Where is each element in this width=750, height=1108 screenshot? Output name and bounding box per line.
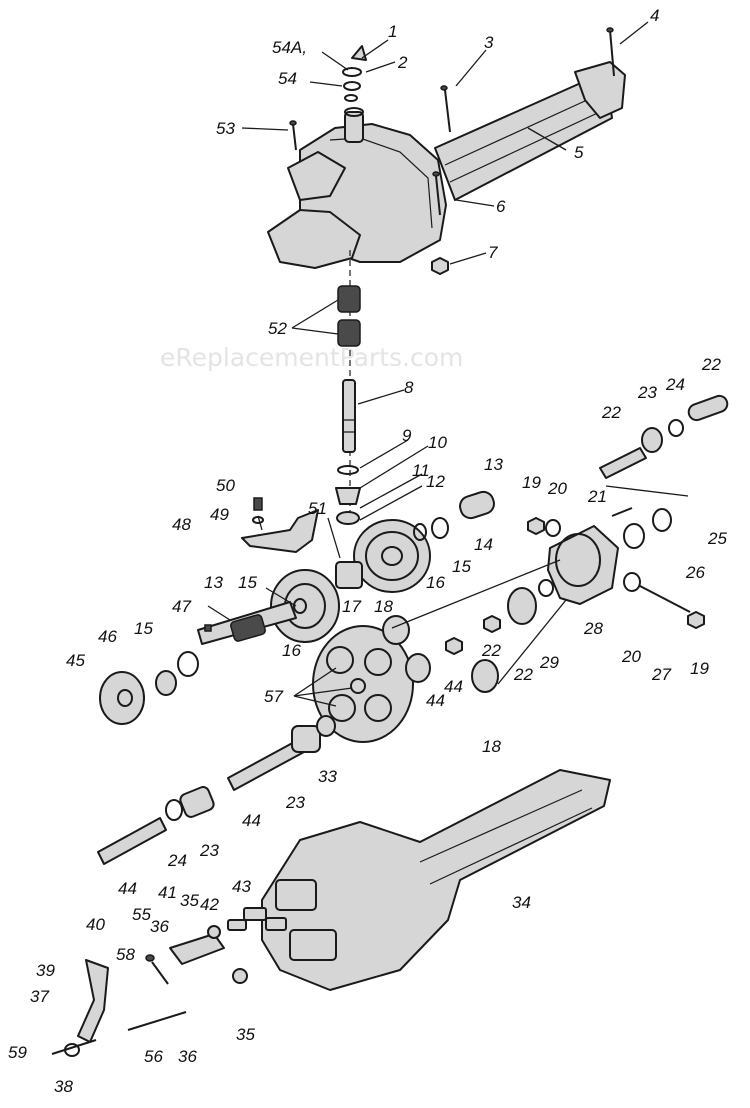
label-20a: 20 — [547, 479, 567, 498]
label-22c: 22 — [481, 641, 501, 660]
label-20b: 20 — [621, 647, 641, 666]
label-26: 26 — [685, 563, 705, 582]
label-23c: 23 — [199, 841, 219, 860]
label-13b: 13 — [204, 573, 223, 592]
label-18a: 18 — [374, 597, 393, 616]
label-50: 50 — [216, 476, 235, 495]
label-54: 54 — [278, 69, 297, 88]
label-53: 53 — [216, 119, 235, 138]
label-9: 9 — [402, 426, 412, 445]
label-59: 59 — [8, 1043, 27, 1062]
label-49: 49 — [210, 505, 229, 524]
shaft-13-left — [197, 601, 297, 645]
label-54a: 54A, — [272, 38, 307, 57]
label-40: 40 — [86, 915, 105, 934]
linkage-parts — [51, 907, 287, 1057]
label-47: 47 — [172, 597, 191, 616]
bevel-gear-16 — [353, 519, 431, 593]
label-7: 7 — [488, 243, 498, 262]
label-36a: 36 — [150, 917, 169, 936]
label-28: 28 — [583, 619, 603, 638]
label-2: 2 — [397, 53, 408, 72]
label-4: 4 — [650, 6, 659, 25]
label-35b: 35 — [236, 1025, 255, 1044]
gear-stack — [335, 465, 361, 525]
label-22b: 22 — [601, 403, 621, 422]
label-11: 11 — [412, 461, 430, 480]
top-fasteners — [289, 27, 615, 275]
label-24a: 24 — [665, 375, 685, 394]
label-8: 8 — [404, 378, 414, 397]
label-19b: 19 — [690, 659, 709, 678]
label-12: 12 — [426, 472, 445, 491]
label-6: 6 — [496, 197, 506, 216]
gear-17 — [335, 561, 363, 589]
label-13a: 13 — [484, 455, 503, 474]
label-35a: 35 — [180, 891, 199, 910]
label-38: 38 — [54, 1077, 73, 1096]
label-37: 37 — [30, 987, 49, 1006]
label-33: 33 — [318, 767, 337, 786]
lower-housing-34 — [261, 769, 611, 991]
label-44d: 44 — [118, 879, 137, 898]
label-41: 41 — [158, 883, 177, 902]
label-5: 5 — [574, 143, 584, 162]
label-56: 56 — [144, 1047, 163, 1066]
label-25: 25 — [707, 529, 727, 548]
label-45: 45 — [66, 651, 85, 670]
label-43: 43 — [232, 877, 251, 896]
label-16a: 16 — [426, 573, 445, 592]
label-48: 48 — [172, 515, 191, 534]
label-51: 51 — [308, 499, 327, 518]
label-1: 1 — [388, 22, 397, 41]
label-15b: 15 — [238, 573, 257, 592]
label-36b: 36 — [178, 1047, 197, 1066]
label-15c: 15 — [134, 619, 153, 638]
label-16b: 16 — [282, 641, 301, 660]
label-27: 27 — [651, 665, 671, 684]
side-cover-28 — [547, 525, 619, 605]
label-15a: 15 — [452, 557, 471, 576]
label-55: 55 — [132, 905, 151, 924]
label-3: 3 — [484, 33, 494, 52]
shaft-8 — [342, 379, 356, 453]
label-17: 17 — [342, 597, 361, 616]
part-labels: 1 54A, 2 54 3 4 53 5 6 7 52 8 22 23 24 2… — [8, 6, 727, 1096]
right-upper-parts — [527, 394, 729, 629]
label-34: 34 — [512, 893, 531, 912]
label-39: 39 — [36, 961, 55, 980]
label-44b: 44 — [426, 691, 445, 710]
label-46: 46 — [98, 627, 117, 646]
label-52: 52 — [268, 319, 287, 338]
label-18b: 18 — [482, 737, 501, 756]
label-44c: 44 — [242, 811, 261, 830]
label-22a: 22 — [701, 355, 721, 374]
label-23a: 23 — [637, 383, 657, 402]
label-22d: 22 — [513, 665, 533, 684]
label-29: 29 — [539, 653, 559, 672]
label-42: 42 — [200, 895, 219, 914]
left-washers — [99, 651, 199, 725]
leader-lines — [207, 21, 689, 707]
label-58: 58 — [116, 945, 135, 964]
upper-axle-housing — [267, 61, 626, 269]
label-14: 14 — [474, 535, 493, 554]
label-10: 10 — [428, 433, 447, 452]
shift-fork — [241, 497, 319, 553]
label-23b: 23 — [285, 793, 305, 812]
watermark-text: eReplacementParts.com — [160, 343, 463, 372]
label-24b: 24 — [167, 851, 187, 870]
small-gears — [382, 579, 554, 693]
spur-gear-16 — [270, 569, 340, 643]
bushings-52 — [337, 285, 361, 347]
label-44a: 44 — [444, 677, 463, 696]
label-57: 57 — [264, 687, 283, 706]
label-21: 21 — [587, 487, 607, 506]
right-shaft-13 — [413, 490, 495, 541]
lower-shafts — [97, 715, 336, 865]
label-19a: 19 — [522, 473, 541, 492]
